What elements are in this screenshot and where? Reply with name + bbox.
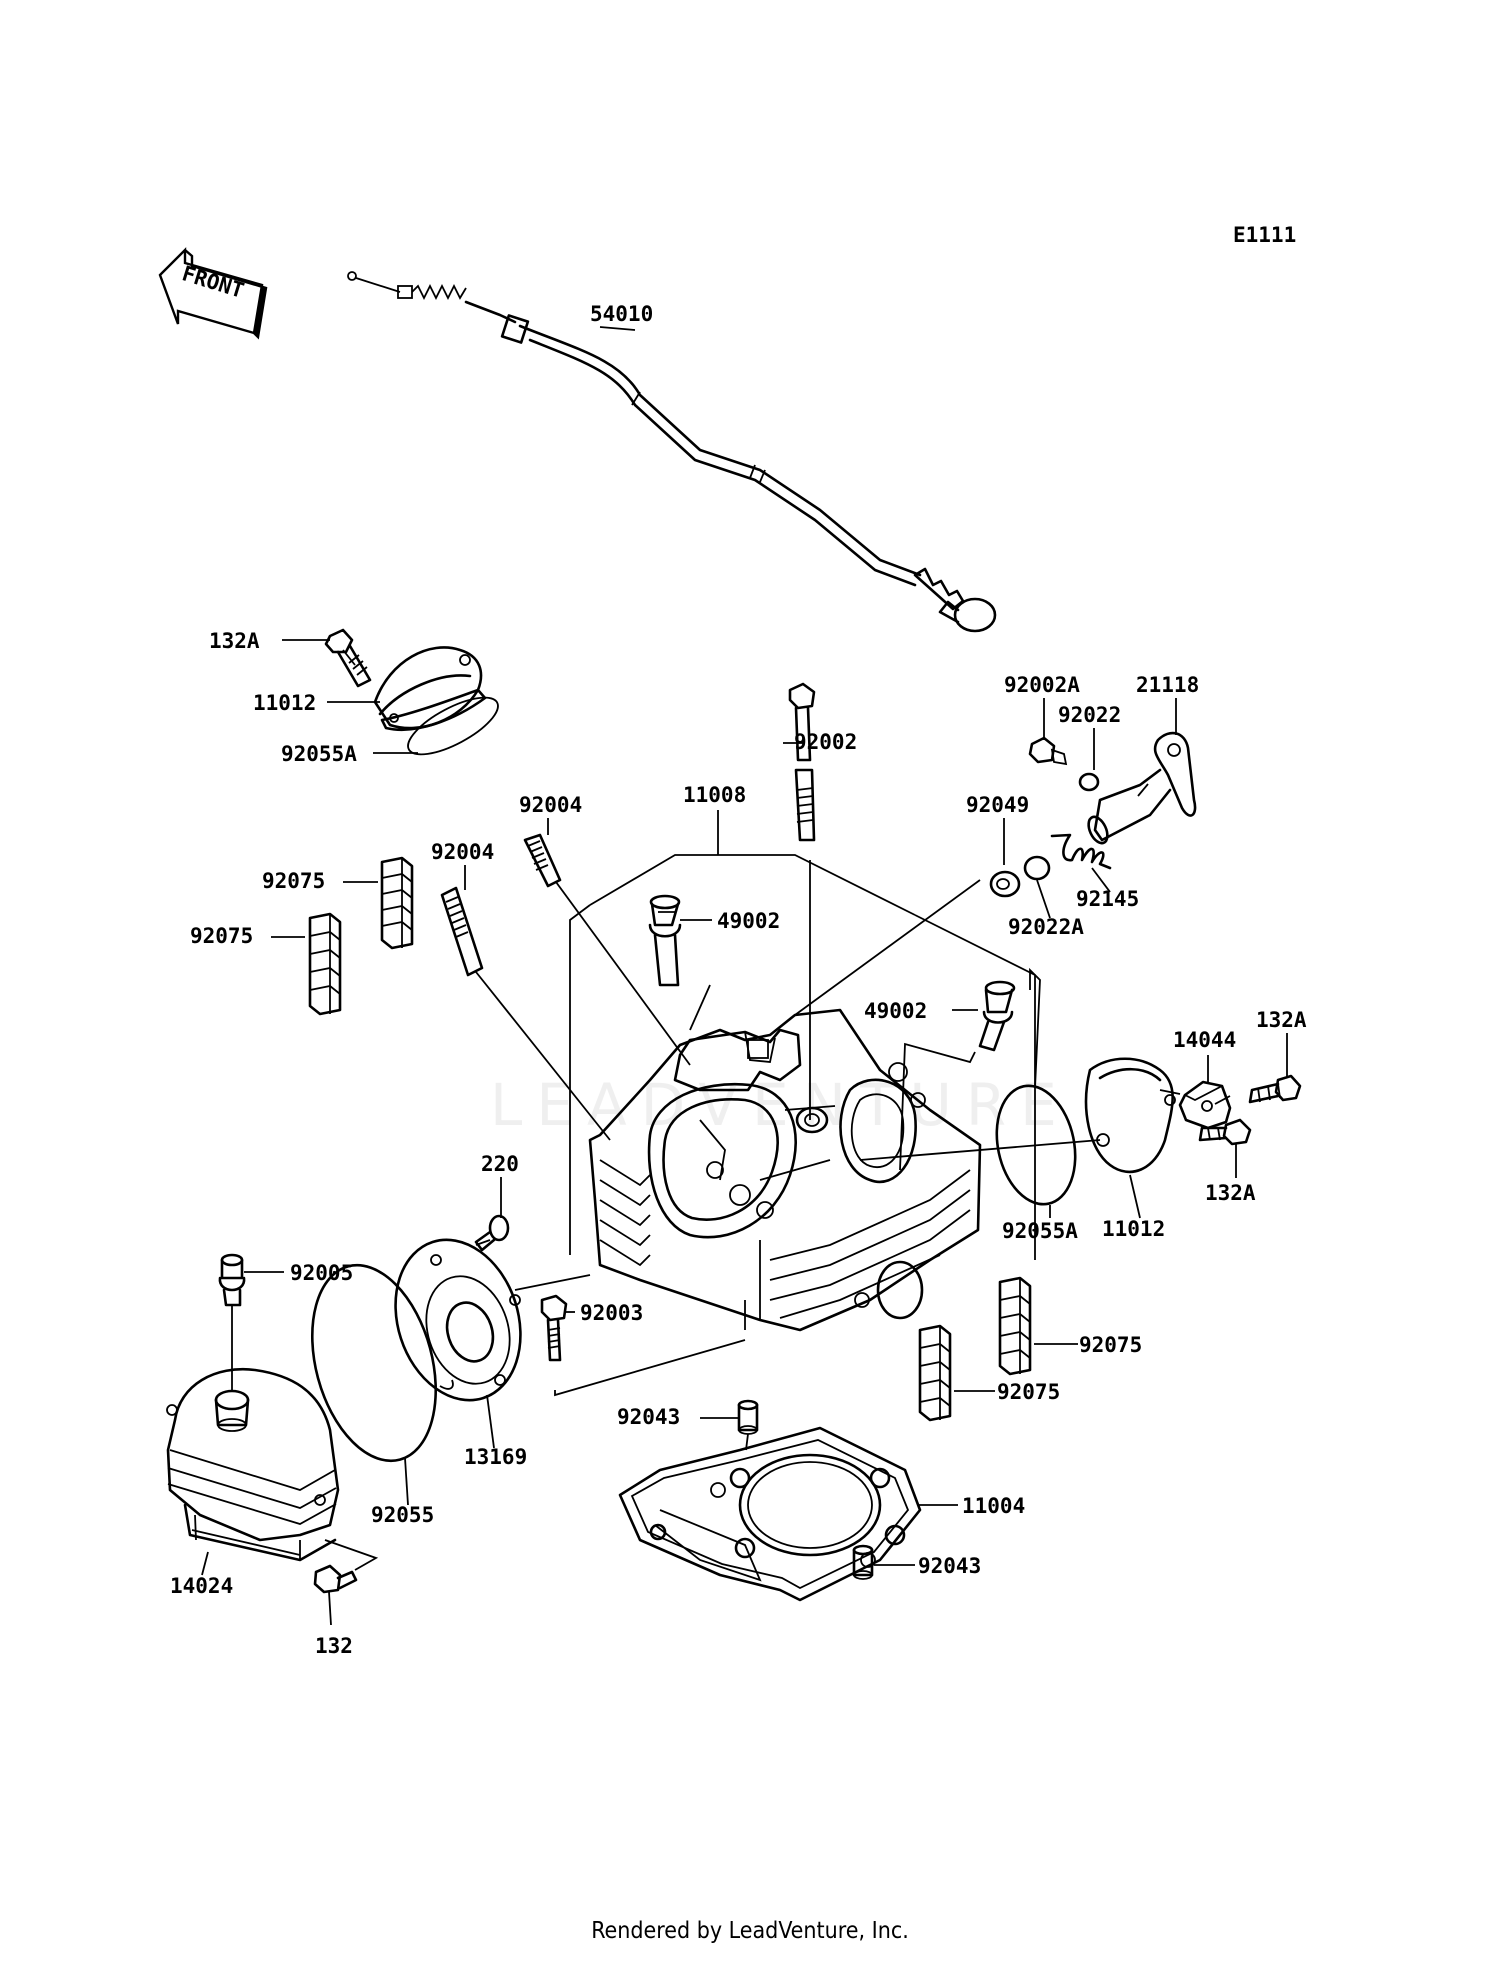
- washer-92022: [1078, 772, 1100, 792]
- label-54010: 54010: [590, 302, 653, 326]
- cylinder-head-gasket-11004: [618, 1426, 922, 1602]
- label-92002a: 92002A: [1004, 673, 1080, 697]
- label-92004-right: 92004: [519, 793, 582, 817]
- label-92002: 92002: [794, 730, 857, 754]
- footer-credit: Rendered by LeadVenture, Inc.: [591, 1918, 909, 1944]
- label-11004: 11004: [962, 1494, 1025, 1518]
- label-92055: 92055: [371, 1503, 434, 1527]
- label-92004-left: 92004: [431, 840, 494, 864]
- carburetor-holder-right: [1084, 1057, 1181, 1174]
- front-arrow-icon: FRONT: [158, 247, 268, 340]
- label-92003: 92003: [580, 1301, 643, 1325]
- label-21118: 21118: [1136, 673, 1199, 697]
- stud-92004-left: [440, 886, 484, 977]
- label-11012-right: 11012: [1102, 1217, 1165, 1241]
- damper-92075-lower-a: [998, 1276, 1032, 1376]
- stud-92004-right: [523, 833, 562, 888]
- bracket-14044: [1178, 1080, 1232, 1130]
- cylinder-head-cover-14024: [166, 1367, 340, 1562]
- oil-seal-92049: [989, 870, 1021, 898]
- label-49002-right: 49002: [864, 999, 927, 1023]
- label-49002-left: 49002: [717, 909, 780, 933]
- bolt-132a-right-top: [1248, 1074, 1302, 1104]
- label-92043-lower: 92043: [918, 1554, 981, 1578]
- label-92075-upper-a: 92075: [262, 869, 325, 893]
- label-92049: 92049: [966, 793, 1029, 817]
- damper-92075-upper-a: [380, 856, 414, 950]
- oring-92055a-top-left: [407, 696, 499, 756]
- bolt-132: [313, 1564, 358, 1594]
- choke-lever-21118: [1087, 731, 1197, 845]
- cap-13169: [394, 1238, 522, 1402]
- diagram-code: E1111: [1233, 223, 1296, 247]
- label-92055a-top-left: 92055A: [281, 742, 357, 766]
- label-92145: 92145: [1076, 887, 1139, 911]
- spring-92145: [1050, 833, 1112, 870]
- damper-92075-upper-b: [308, 912, 342, 1016]
- label-92022: 92022: [1058, 703, 1121, 727]
- bolt-132a-right-bottom: [1198, 1118, 1252, 1146]
- bolt-132a-top-left: [324, 628, 372, 688]
- choke-cable: [347, 271, 997, 633]
- watermark: LEADVENTURE: [490, 1071, 1071, 1139]
- label-132a-right-top: 132A: [1256, 1008, 1307, 1032]
- plug-92005: [218, 1253, 246, 1307]
- label-92055a-right: 92055A: [1002, 1219, 1078, 1243]
- label-220: 220: [481, 1152, 519, 1176]
- bolt-92003: [540, 1294, 568, 1362]
- label-11012-top-left: 11012: [253, 691, 316, 715]
- screw-220: [474, 1214, 510, 1252]
- damper-92075-lower-b: [918, 1324, 952, 1422]
- label-92075-upper-b: 92075: [190, 924, 253, 948]
- dowel-92043-lower: [852, 1544, 874, 1580]
- label-132a-right-bottom: 132A: [1205, 1181, 1256, 1205]
- carburetor-holder-top-left: [373, 646, 487, 732]
- label-92022a: 92022A: [1008, 915, 1084, 939]
- washer-92022a: [1023, 855, 1051, 881]
- oring-92055a-right: [995, 1084, 1077, 1206]
- label-92043-upper: 92043: [617, 1405, 680, 1429]
- valve-guide-49002-left: [648, 894, 682, 987]
- label-14044: 14044: [1173, 1028, 1236, 1052]
- label-92005: 92005: [290, 1261, 353, 1285]
- label-11008: 11008: [683, 783, 746, 807]
- label-132a-top-left: 132A: [209, 629, 260, 653]
- label-132: 132: [315, 1634, 353, 1658]
- bolt-92002a: [1028, 736, 1068, 766]
- label-14024: 14024: [170, 1574, 233, 1598]
- label-92075-lower-a: 92075: [1079, 1333, 1142, 1357]
- valve-guide-49002-right: [978, 980, 1016, 1052]
- label-92075-lower-b: 92075: [997, 1380, 1060, 1404]
- bolt-92002: [788, 682, 816, 842]
- oring-92055: [310, 1263, 438, 1463]
- label-13169: 13169: [464, 1445, 527, 1469]
- cylinder-head-11008: [569, 904, 1036, 1332]
- dowel-92043-upper: [737, 1399, 759, 1435]
